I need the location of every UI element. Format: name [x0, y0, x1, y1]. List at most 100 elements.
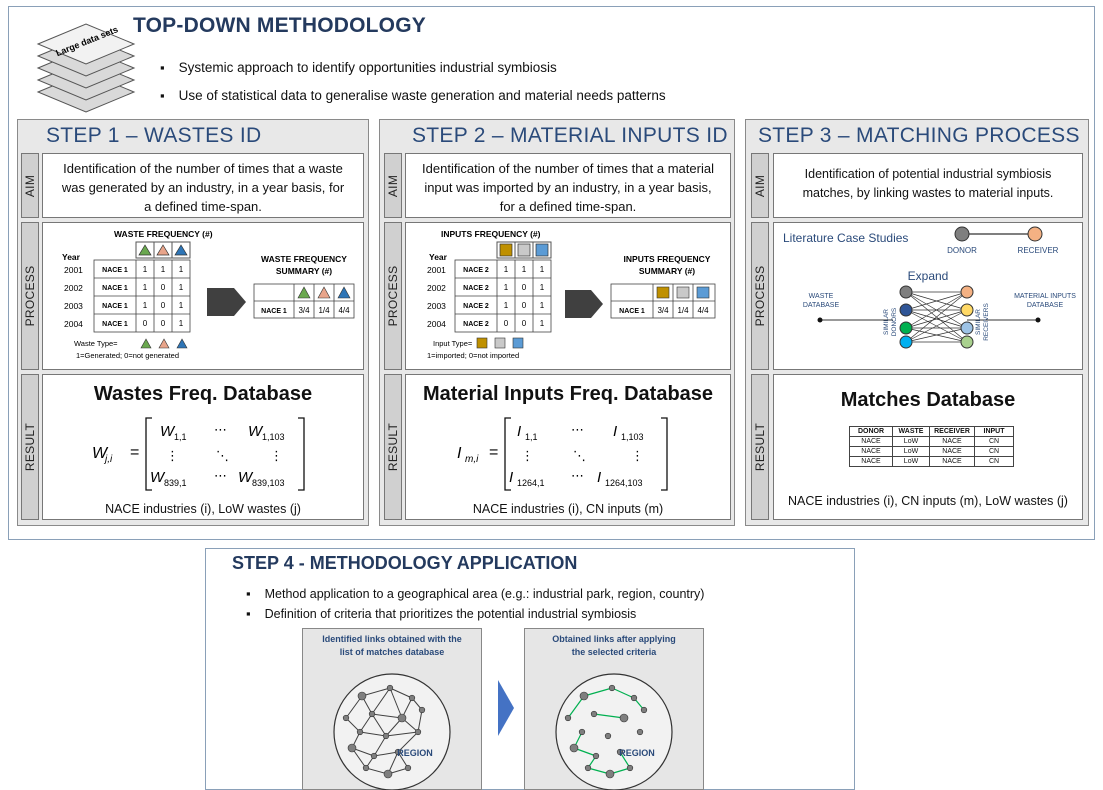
table-header-row: DONOR WASTE RECEIVER INPUT: [849, 426, 1014, 437]
cell: 1: [179, 319, 184, 328]
company-node: [564, 714, 572, 722]
year-2001: 2001: [427, 265, 446, 275]
donor-icon: [954, 226, 970, 242]
row-label: NACE 1: [102, 321, 128, 328]
cell: 1: [540, 283, 545, 292]
receiver-icon: [1027, 226, 1043, 242]
legend-type-label: Input Type=: [433, 339, 473, 348]
svg-text:1264,103: 1264,103: [605, 478, 643, 488]
year-label: Year: [62, 252, 81, 262]
summary-title-2: SUMMARY (#): [639, 266, 695, 276]
filtered-links-map: Obtained links after applying the select…: [552, 634, 676, 790]
network-edge: [905, 327, 968, 343]
company-node: [418, 706, 426, 714]
material-db-label-2: DATABASE: [1027, 302, 1064, 309]
svg-text:=: =: [489, 444, 498, 461]
step4-bullet-1: Method application to a geographical are…: [246, 586, 705, 601]
company-node: [368, 710, 376, 718]
box2-title-2: the selected criteria: [572, 647, 658, 657]
row-label: NACE 1: [102, 267, 128, 274]
similar-donors-2: DONORS: [891, 307, 898, 336]
waste-frequency-title: WASTE FREQUENCY (#): [114, 229, 213, 239]
network-edge: [905, 291, 968, 329]
link-line: [389, 687, 403, 719]
input-type-1-icon: [499, 243, 513, 257]
legend-type-label: Waste Type=: [74, 339, 118, 348]
cell: NACE: [929, 456, 975, 467]
row-label: NACE 1: [102, 303, 128, 310]
step1-aim-text: Identification of the number of times th…: [61, 161, 345, 214]
legend-note: 1=Generated; 0=not generated: [76, 351, 179, 360]
link-line: [385, 731, 419, 737]
step2-process-tab: PROCESS: [384, 222, 402, 370]
summary-cell: 4/4: [338, 306, 350, 315]
company-node: [357, 691, 367, 701]
step2-aim-box: Identification of the number of times th…: [405, 153, 731, 218]
svg-text:W: W: [160, 423, 176, 440]
cell: 0: [143, 319, 148, 328]
link-line: [359, 731, 387, 737]
company-node: [616, 748, 624, 756]
svg-text:⋯: ⋯: [571, 422, 584, 437]
network-edge: [905, 291, 968, 343]
svg-text:⋯: ⋯: [214, 468, 227, 483]
year-2003: 2003: [64, 301, 83, 311]
header-bullet-1: Systemic approach to identify opportunit…: [160, 60, 557, 75]
similar-receiver-node: [960, 321, 974, 335]
network-edge: [905, 309, 968, 329]
similar-receiver-node: [960, 335, 974, 349]
svg-text:1,103: 1,103: [262, 432, 285, 442]
network-edge: [905, 291, 968, 311]
summary-row-label: NACE 1: [619, 308, 645, 315]
company-node: [636, 728, 644, 736]
similar-donor-node: [899, 335, 913, 349]
step3-process-box: [773, 222, 1083, 370]
svg-text:839,103: 839,103: [252, 478, 285, 488]
step3-footer: NACE industries (i), CN inputs (m), LoW …: [788, 494, 1068, 508]
svg-text:1,103: 1,103: [621, 432, 644, 442]
company-node: [584, 764, 592, 772]
company-node: [605, 769, 615, 779]
svg-text:I: I: [517, 423, 521, 440]
company-node: [397, 713, 407, 723]
arrow-right-icon: [498, 680, 514, 736]
summary-cell: 4/4: [697, 306, 709, 315]
link-line: [417, 709, 423, 733]
waste-type-2-icon: [156, 244, 170, 256]
similar-donor-node: [899, 285, 913, 299]
step2-aim-tab: AIM: [384, 153, 402, 218]
cell: 0: [504, 319, 509, 328]
arrow-right-icon: [207, 288, 246, 316]
step3-aim-text: Identification of potential industrial s…: [802, 167, 1054, 200]
step2-result-title: Material Inputs Freq. Database: [422, 383, 714, 405]
link-line: [397, 751, 409, 769]
cell: 0: [522, 283, 527, 292]
header-cell: DONOR: [849, 426, 893, 437]
identified-links-map: Identified links obtained with the list …: [322, 634, 462, 790]
cell: 1: [504, 301, 509, 310]
link-line: [373, 735, 387, 757]
step2-aim-text: Identification of the number of times th…: [422, 161, 714, 214]
summary-cell: 1/4: [318, 306, 330, 315]
company-node: [362, 764, 370, 772]
svg-text:1,1: 1,1: [174, 432, 187, 442]
link-line: [371, 713, 387, 737]
step3-title: STEP 3 – MATCHING PROCESS: [758, 124, 1080, 147]
similar-receiver-node: [960, 303, 974, 317]
svg-text:=: =: [130, 444, 139, 461]
link-line: [345, 717, 361, 733]
cell: NACE: [929, 436, 975, 447]
svg-text:⋮: ⋮: [270, 448, 283, 463]
step2-title: STEP 2 – MATERIAL INPUTS ID: [412, 124, 728, 147]
table-row: NACE LoW NACE CN: [849, 456, 1014, 467]
cell: CN: [974, 456, 1014, 467]
step1-frequency-diagram: WASTE FREQUENCY (#) Year 2001 2002 2003 …: [62, 229, 355, 360]
company-node: [619, 713, 629, 723]
header-cell: RECEIVER: [929, 426, 975, 437]
svg-text:1,1: 1,1: [525, 432, 538, 442]
svg-text:⋮: ⋮: [631, 448, 644, 463]
data-stack-icon: Large data sets: [36, 23, 136, 113]
cell: 1: [504, 265, 509, 274]
legend-note: 1=imported; 0=not imported: [427, 351, 519, 360]
header-cell: INPUT: [974, 426, 1014, 437]
